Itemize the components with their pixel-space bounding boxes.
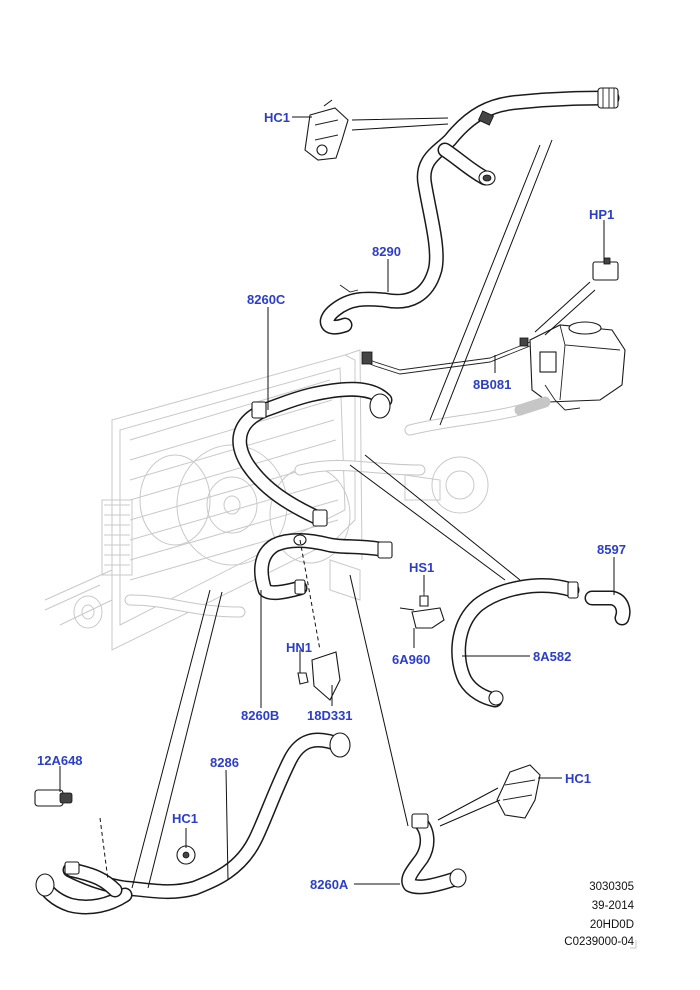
hose-8260b bbox=[253, 533, 393, 601]
leader-lines bbox=[59, 99, 615, 889]
callout-8a582: 8A582 bbox=[533, 649, 571, 664]
hose-8290 bbox=[319, 87, 620, 335]
callout-8286: 8286 bbox=[210, 755, 239, 770]
reference-line-1: 3030305 bbox=[589, 881, 634, 893]
expansion-tank bbox=[514, 321, 626, 416]
bracket-18d331 bbox=[311, 651, 341, 701]
clamp-hc1-right bbox=[496, 764, 541, 819]
sensor-12a648 bbox=[34, 789, 73, 807]
callout-8597: 8597 bbox=[597, 542, 626, 557]
sensor-hp1 bbox=[592, 257, 619, 281]
callout-18d331: 18D331 bbox=[307, 708, 353, 723]
hose-8a582 bbox=[451, 578, 580, 708]
hose-8260c bbox=[232, 381, 393, 527]
callout-8260a: 8260A bbox=[310, 877, 349, 892]
callout-8260b: 8260B bbox=[241, 708, 279, 723]
callout-8b081: 8B081 bbox=[473, 377, 511, 392]
bracket-6a960 bbox=[411, 607, 445, 629]
reference-line-4: C0239000-04 bbox=[564, 936, 634, 948]
callout-hp1: HP1 bbox=[589, 207, 614, 222]
callout-12a648: 12A648 bbox=[37, 753, 83, 768]
hose-8597 bbox=[584, 590, 631, 626]
callout-hc1-top: HC1 bbox=[264, 110, 290, 125]
callout-8260c: 8260C bbox=[247, 292, 286, 307]
callout-hs1: HS1 bbox=[409, 560, 434, 575]
callout-8290: 8290 bbox=[372, 244, 401, 259]
clamp-hc1-top bbox=[304, 107, 349, 161]
clamp-hc1-mid bbox=[176, 845, 196, 865]
pipe-8b081 bbox=[361, 337, 531, 375]
reference-line-3: 20HD0D bbox=[590, 919, 634, 931]
hose-8286 bbox=[35, 732, 351, 915]
nut-hn1 bbox=[297, 672, 309, 685]
reference-block: 3030305 39-2014 20HD0D C0239000-04 bbox=[564, 881, 637, 949]
callout-hc1-mid: HC1 bbox=[172, 811, 198, 826]
callout-hn1: HN1 bbox=[286, 640, 312, 655]
hose-8260a bbox=[401, 813, 467, 895]
reference-line-2: 39-2014 bbox=[592, 900, 635, 912]
callout-hc1-right: HC1 bbox=[565, 771, 591, 786]
callout-6a960: 6A960 bbox=[392, 652, 430, 667]
